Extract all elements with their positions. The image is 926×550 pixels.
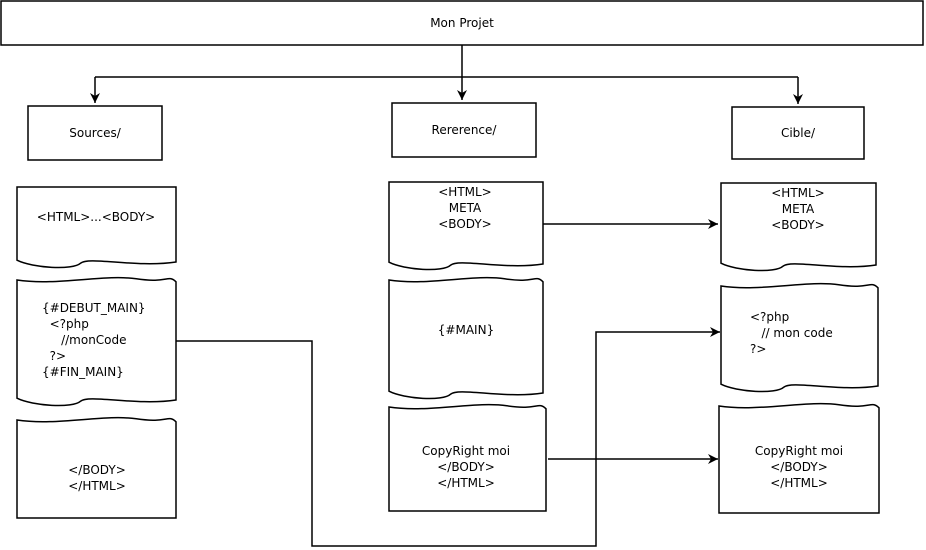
folder-reference-label: Rererence/ — [432, 123, 498, 137]
cible-header-doc-outline — [720, 182, 877, 272]
cible-footer-doc-line: </BODY> — [770, 460, 828, 474]
sources-header-doc-outline — [16, 186, 177, 269]
reference-footer-doc: CopyRight moi </BODY> </HTML> — [388, 403, 547, 512]
cible-header-doc-line: <HTML> — [771, 186, 825, 200]
folder-cible-label: Cible/ — [781, 126, 816, 140]
sources-footer-doc-line: </BODY> — [68, 463, 126, 477]
sources-main-doc-line: ?> — [42, 349, 66, 363]
reference-main-doc: {#MAIN} — [388, 276, 544, 400]
folder-cible: Cible/ — [731, 106, 865, 160]
cible-main-doc-line: ?> — [750, 342, 766, 356]
project-title: Mon Projet — [430, 16, 494, 30]
cible-footer-doc: CopyRight moi </BODY> </HTML> — [718, 402, 880, 514]
cible-footer-doc-line: </HTML> — [770, 476, 828, 490]
sources-header-doc: <HTML>...<BODY> — [16, 186, 177, 269]
sources-main-doc-line: <?php — [42, 317, 89, 331]
project-title-box: Mon Projet — [0, 0, 924, 46]
cible-header-doc-line: <BODY> — [771, 218, 825, 232]
folder-sources-label: Sources/ — [69, 126, 121, 140]
sources-main-doc-outline — [16, 276, 177, 407]
reference-main-doc-line: {#MAIN} — [438, 323, 494, 337]
reference-main-doc-outline — [388, 276, 544, 400]
reference-header-doc: <HTML> META <BODY> — [388, 181, 544, 271]
folder-reference: Rererence/ — [391, 102, 537, 158]
sources-footer-doc: </BODY> </HTML> — [16, 416, 177, 519]
sources-main-doc: {#DEBUT_MAIN} <?php //monCode ?> {#FIN_MA… — [16, 276, 177, 407]
cible-main-doc-line: <?php — [750, 310, 789, 324]
reference-header-doc-line: <BODY> — [438, 217, 492, 231]
document-shapes: <HTML>...<BODY> {#DEBUT_MAIN} <?php //mon… — [16, 181, 880, 519]
reference-header-doc-line: <HTML> — [438, 185, 492, 199]
cible-header-doc-line: META — [782, 202, 815, 216]
sources-header-doc-line: <HTML>...<BODY> — [37, 210, 155, 224]
reference-footer-doc-line: </HTML> — [437, 476, 495, 490]
flow-arrows — [176, 219, 720, 547]
sources-main-doc-line: {#FIN_MAIN} — [42, 365, 124, 379]
folder-connectors — [90, 45, 803, 104]
folder-sources: Sources/ — [27, 105, 163, 161]
reference-footer-doc-line: CopyRight moi — [422, 444, 510, 458]
cible-header-doc: <HTML> META <BODY> — [720, 182, 877, 272]
reference-footer-doc-outline — [388, 403, 547, 512]
cible-main-doc: <?php // mon code ?> — [720, 282, 879, 393]
sources-main-doc-line: //monCode — [42, 333, 127, 347]
reference-header-doc-outline — [388, 181, 544, 271]
cible-main-doc-outline — [720, 282, 879, 393]
sources-footer-doc-outline — [16, 416, 177, 519]
cible-footer-doc-outline — [718, 402, 880, 514]
arrow-main-to-cible — [176, 327, 720, 547]
reference-header-doc-line: META — [449, 201, 482, 215]
cible-main-doc-line: // mon code — [750, 326, 833, 340]
cible-footer-doc-line: CopyRight moi — [755, 444, 843, 458]
sources-footer-doc-line: </HTML> — [68, 479, 126, 493]
sources-main-doc-line: {#DEBUT_MAIN} — [42, 301, 146, 315]
reference-footer-doc-line: </BODY> — [437, 460, 495, 474]
